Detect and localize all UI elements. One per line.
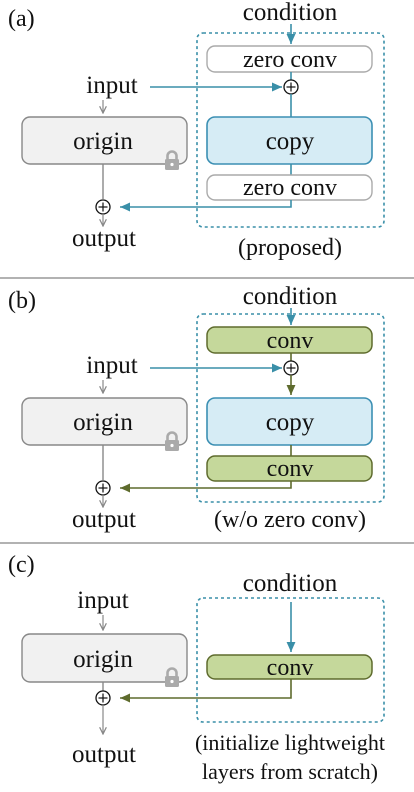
panel-b: (b) condition conv input origin copy con… bbox=[8, 283, 385, 533]
panel-b-conv-bottom bbox=[206, 455, 373, 482]
plus-circle-icon bbox=[283, 79, 299, 95]
panel-c-caption-line1: (initialize lightweight bbox=[195, 730, 385, 755]
panel-c-input-label: input bbox=[77, 587, 128, 614]
panel-b-condition-label: condition bbox=[243, 283, 338, 310]
panel-b-origin-label: origin bbox=[73, 409, 133, 436]
panel-b-conv-bottom-label: conv bbox=[267, 456, 314, 482]
panel-a-return-arrow bbox=[120, 200, 292, 212]
panel-c-conv-label: conv bbox=[267, 655, 314, 681]
panel-a-zero-conv-bottom-label: zero conv bbox=[243, 175, 337, 201]
panel-b-return-arrow bbox=[120, 481, 292, 493]
panel-c-origin-block bbox=[21, 633, 188, 683]
panel-c-trainable-region bbox=[196, 597, 385, 723]
panel-b-copy-label: copy bbox=[266, 409, 315, 436]
panel-b-output-label: output bbox=[72, 506, 136, 533]
plus-circle-icon bbox=[95, 480, 111, 496]
panel-c: (c) condition input origin conv output (… bbox=[8, 552, 385, 784]
panel-a-output-label: output bbox=[72, 225, 136, 252]
panel-c-caption-line2: layers from scratch) bbox=[202, 759, 378, 784]
panel-a-zero-conv-bottom bbox=[206, 174, 373, 201]
panel-a-label: (a) bbox=[8, 6, 35, 32]
panel-a-condition-label: condition bbox=[243, 0, 338, 26]
panel-a-zero-conv-top bbox=[206, 45, 373, 73]
panel-b-conv-top-label: conv bbox=[267, 328, 314, 354]
panel-c-condition-label: condition bbox=[243, 570, 338, 597]
panel-b-caption: (w/o zero conv) bbox=[214, 507, 366, 533]
panel-a-copy-block bbox=[206, 116, 373, 165]
panel-c-output-label: output bbox=[72, 741, 136, 768]
panel-b-copy-block bbox=[206, 397, 373, 446]
panel-a-copy-label: copy bbox=[266, 128, 315, 155]
panel-a-trainable-region bbox=[196, 32, 385, 228]
panel-c-conv-block bbox=[206, 654, 373, 680]
panel-b-label: (b) bbox=[8, 288, 36, 314]
panel-b-conv-top bbox=[206, 326, 373, 354]
panel-a-origin-block bbox=[21, 116, 188, 165]
panel-b-input-label: input bbox=[86, 352, 137, 379]
panel-a: (a) condition zero conv input origin cop… bbox=[8, 0, 385, 261]
panel-c-label: (c) bbox=[8, 552, 35, 578]
plus-circle-icon bbox=[283, 360, 299, 376]
panel-b-trainable-region bbox=[196, 313, 385, 503]
plus-circle-icon bbox=[95, 690, 111, 706]
panel-a-origin-label: origin bbox=[73, 128, 133, 155]
panel-c-origin-label: origin bbox=[73, 646, 133, 673]
panel-c-return-arrow bbox=[120, 679, 292, 703]
plus-circle-icon bbox=[95, 199, 111, 215]
panel-a-caption: (proposed) bbox=[238, 235, 342, 261]
panel-a-zero-conv-top-label: zero conv bbox=[243, 47, 337, 73]
panel-b-origin-block bbox=[21, 397, 188, 446]
panel-a-input-label: input bbox=[86, 72, 137, 99]
